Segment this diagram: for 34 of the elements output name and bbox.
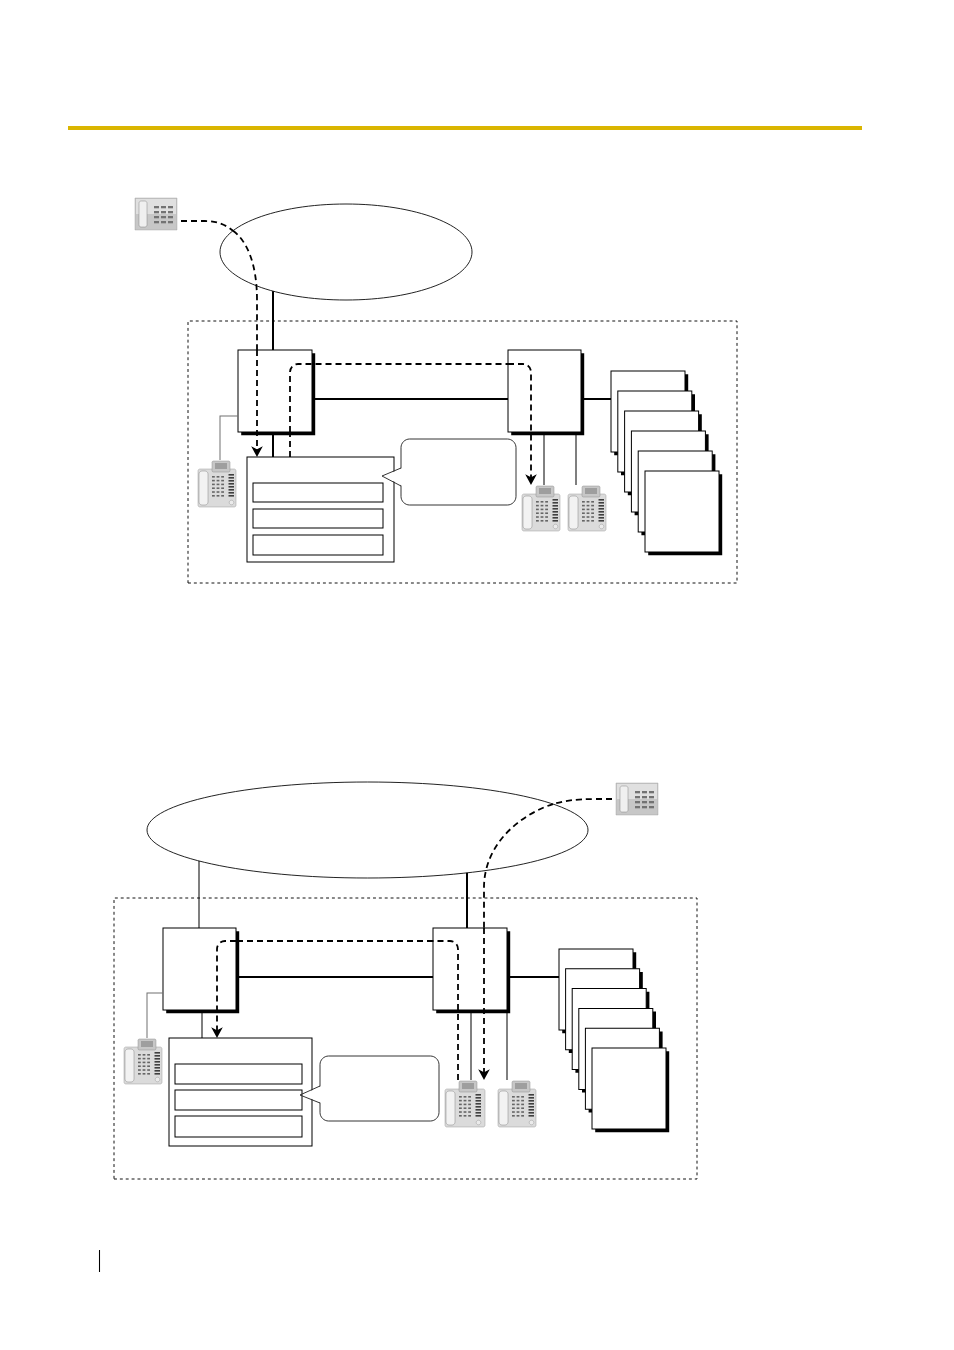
stacked-card [644,470,723,556]
connector-line [219,415,239,461]
desk-phone-icon [197,460,237,508]
slot-box [252,482,384,503]
dashed-frame [113,897,698,1180]
slot-box [174,1063,303,1085]
dashed-line [483,803,554,929]
telephone-icon [615,782,659,816]
slot-box [252,534,384,556]
connector-line [466,871,468,929]
slot-box [252,508,384,529]
stacked-card [591,1047,670,1133]
connector-line [198,860,200,929]
shadow-box [507,349,585,436]
slot-box [174,1115,303,1138]
desk-phone-icon [444,1080,486,1128]
dashed-line [289,363,509,433]
telephone-icon [134,197,178,231]
desk-phone-icon [497,1080,537,1128]
dashed-line [232,229,258,351]
connector-line [272,290,274,351]
speech-bubble [381,438,517,506]
desk-phone-icon [567,485,607,532]
dashed-line [180,220,234,232]
connector-line [146,992,164,1039]
shadow-box [237,349,316,436]
speech-bubble [299,1055,440,1122]
ellipse [146,781,589,879]
desk-phone-icon [123,1038,163,1085]
shadow-box [162,927,240,1014]
desk-phone-icon [521,485,561,532]
ellipse [219,203,473,301]
dashed-frame [187,320,738,584]
shadow-box [432,927,511,1014]
